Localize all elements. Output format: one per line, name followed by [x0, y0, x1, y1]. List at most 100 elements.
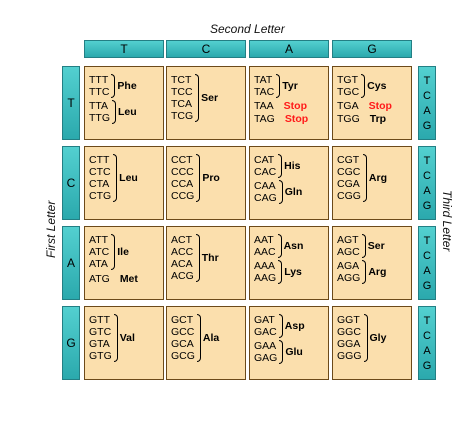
codon: TCA	[171, 98, 192, 110]
codon: AAA	[254, 260, 276, 272]
amino-acid-label: Ile	[117, 246, 129, 258]
second-letter-header-c: C	[166, 40, 246, 58]
third-letter-c: C	[423, 89, 431, 102]
codon: AGA	[337, 260, 360, 272]
brace	[195, 234, 200, 282]
codon: CAG	[254, 192, 277, 204]
codon-list: ATG	[89, 273, 110, 285]
amino-acid-label: Cys	[367, 80, 387, 92]
codon: ACG	[171, 270, 194, 282]
amino-acid-label: Ser	[201, 92, 219, 104]
codon: TGG	[337, 113, 360, 125]
codon: TGA	[337, 100, 359, 112]
brace	[363, 314, 368, 362]
codon: CGG	[337, 190, 361, 202]
codon: AGG	[337, 272, 361, 284]
codon: CCT	[171, 154, 193, 166]
brace	[113, 314, 118, 362]
third-letter-a: A	[423, 264, 431, 277]
brace	[111, 234, 116, 270]
codon: CAT	[254, 154, 275, 166]
codon: CTG	[89, 190, 112, 202]
codon: GGC	[337, 326, 361, 338]
brace	[196, 314, 201, 362]
codon: AAT	[254, 234, 274, 246]
first-letter-header-g: G	[62, 306, 80, 380]
third-letter-g: G	[422, 279, 432, 292]
third-letter-a: A	[423, 344, 431, 357]
amino-acid-label: Gln	[284, 186, 303, 198]
codon: GTC	[89, 326, 112, 338]
second-letter-header-t: T	[84, 40, 164, 58]
brace	[278, 260, 283, 284]
amino-acid-label: Stop	[283, 100, 307, 112]
third-letter-column-row-t: T C A G	[418, 66, 436, 140]
amino-acid-label: Tyr	[282, 80, 298, 92]
brace	[362, 260, 367, 284]
amino-acid-label: Thr	[201, 252, 219, 264]
third-letter-c: C	[423, 329, 431, 342]
brace	[279, 340, 284, 364]
brace	[278, 314, 283, 338]
codon: AGT	[337, 234, 359, 246]
codon: GGT	[337, 314, 360, 326]
codon: TTC	[89, 86, 110, 98]
third-letter-g: G	[422, 199, 432, 212]
brace	[196, 154, 201, 202]
codon: TCT	[171, 74, 192, 86]
third-letter-t: T	[423, 314, 431, 327]
codon: AAC	[254, 246, 276, 258]
codon: CAA	[254, 180, 276, 192]
brace	[112, 100, 116, 124]
codon-list: TGA	[337, 100, 359, 112]
brace	[111, 74, 116, 98]
codon: CGA	[337, 178, 360, 190]
codon: CTC	[89, 166, 111, 178]
codon: CGT	[337, 154, 360, 166]
codon: CTT	[89, 154, 110, 166]
third-letter-a: A	[423, 104, 431, 117]
amino-acid-label: Stop	[284, 113, 309, 125]
codon: GCG	[171, 350, 195, 362]
codon-list: TAG	[254, 113, 275, 125]
codon: AAG	[254, 272, 277, 284]
amino-acid-label: Lys	[284, 266, 302, 278]
amino-acid-label: Phe	[117, 80, 137, 92]
brace	[362, 154, 367, 202]
amino-acid-label: Asn	[283, 240, 304, 252]
brace	[361, 74, 366, 98]
